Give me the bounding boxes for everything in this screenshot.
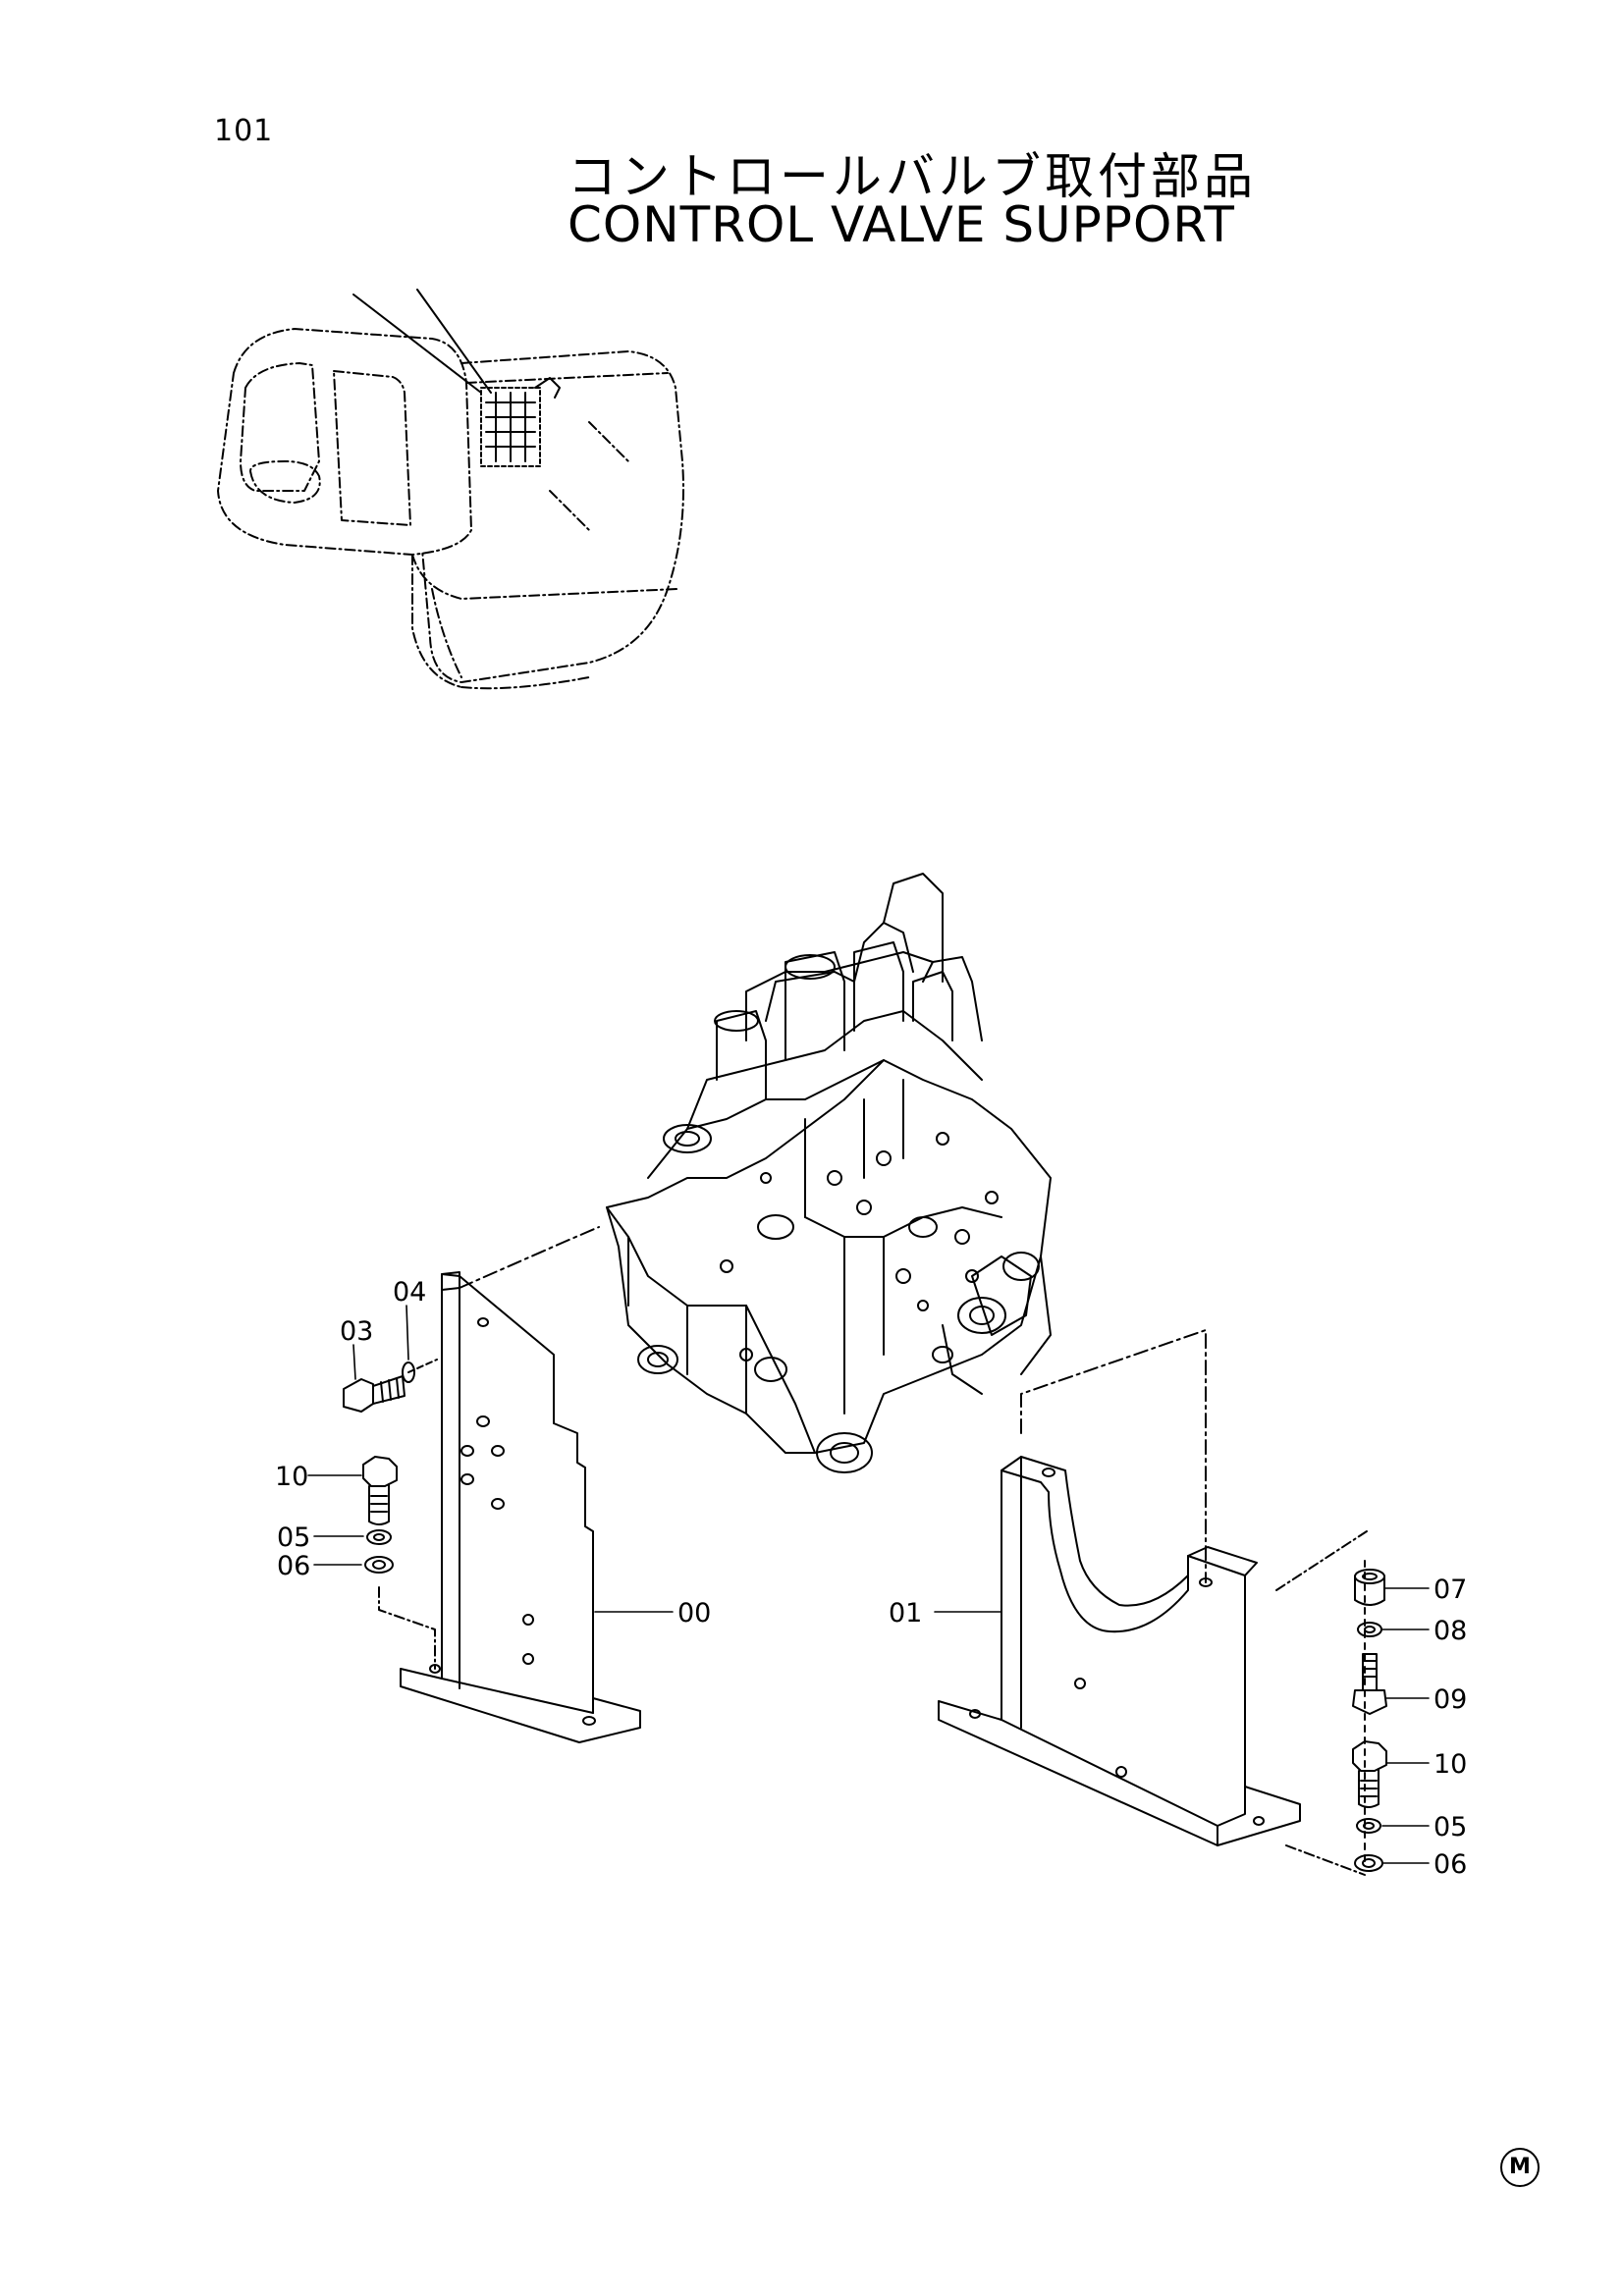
title-japanese: コントロールバルブ取付部品 xyxy=(568,148,1257,205)
callout-03: 03 xyxy=(340,1316,373,1347)
page-number: 101 xyxy=(214,114,274,148)
callout-06-right: 06 xyxy=(1434,1849,1467,1880)
assembly-line-left xyxy=(459,1226,600,1289)
assembly-line-left-bolt xyxy=(378,1586,436,1670)
assembly-line-right-bolt xyxy=(1285,1844,1366,1876)
callout-10-right: 10 xyxy=(1434,1749,1467,1780)
m-mark: M xyxy=(1500,2148,1540,2187)
callout-06-left: 06 xyxy=(277,1551,310,1581)
callout-10-left: 10 xyxy=(275,1462,308,1492)
right-small-parts xyxy=(1352,1569,1387,1872)
title-english: CONTROL VALVE SUPPORT xyxy=(568,196,1235,253)
leader-lines xyxy=(307,1305,1430,1864)
assembly-line-right-spacer xyxy=(1275,1530,1368,1591)
left-small-parts xyxy=(343,1359,438,1574)
excavator-overview xyxy=(217,289,684,690)
control-valve-assembly xyxy=(606,873,1052,1473)
callout-04: 04 xyxy=(393,1277,426,1308)
left-support-plate xyxy=(400,1271,641,1743)
callout-05-right: 05 xyxy=(1434,1812,1467,1842)
callout-05-left: 05 xyxy=(277,1522,310,1553)
callout-08: 08 xyxy=(1434,1616,1467,1646)
assembly-line-right-top xyxy=(1020,1329,1207,1583)
right-support-bracket xyxy=(938,1456,1301,1846)
callout-07: 07 xyxy=(1434,1575,1467,1605)
callout-01: 01 xyxy=(889,1598,922,1629)
callout-00: 00 xyxy=(677,1598,711,1629)
callout-09: 09 xyxy=(1434,1684,1467,1715)
